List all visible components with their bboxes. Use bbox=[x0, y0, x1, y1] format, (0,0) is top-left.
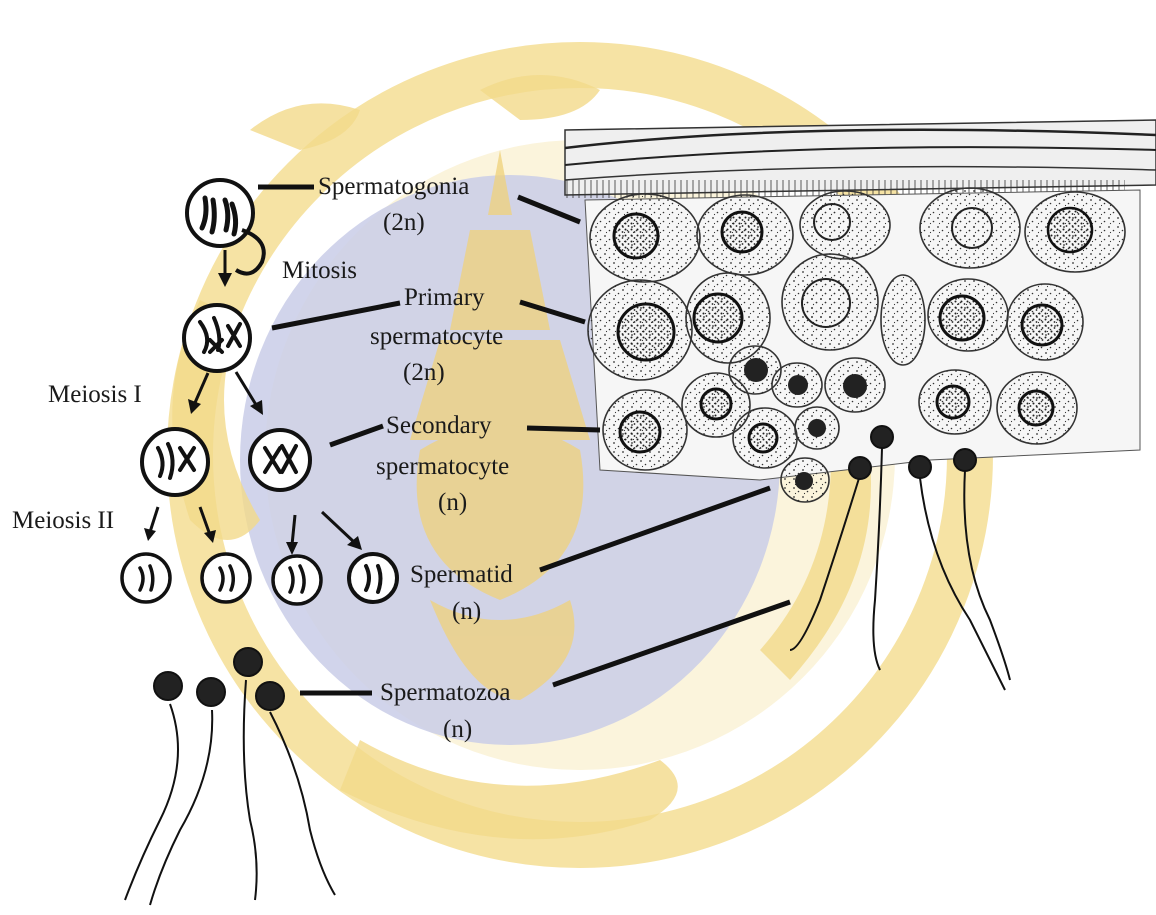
spermatozoa-label: Spermatozoa bbox=[380, 678, 511, 708]
spermatid-cell-2 bbox=[202, 554, 250, 602]
meiosis2-label: Meiosis II bbox=[12, 506, 114, 536]
secondary-spermatocyte-label-line1: Secondary bbox=[386, 411, 492, 441]
spermatid-cell-1 bbox=[122, 554, 170, 602]
meiosis1-label: Meiosis I bbox=[48, 380, 142, 410]
mitosis-label: Mitosis bbox=[282, 256, 357, 286]
primary-spermatocyte-label-line2: spermatocyte bbox=[370, 322, 503, 352]
secondary-spermatocyte-ploidy: (n) bbox=[438, 488, 467, 518]
spermatid-cell-3 bbox=[273, 556, 321, 604]
spermatogonia-ploidy: (2n) bbox=[383, 208, 425, 238]
secondary-spermatocyte-label-line2: spermatocyte bbox=[376, 452, 509, 482]
secondary-spermatocyte-cell-left bbox=[142, 429, 208, 495]
spermatozoa-ploidy: (n) bbox=[443, 715, 472, 745]
primary-spermatocyte-cell bbox=[184, 305, 250, 371]
spermatid-ploidy: (n) bbox=[452, 597, 481, 627]
secondary-spermatocyte-cell-right bbox=[250, 430, 310, 490]
spermatogonia-label: Spermatogonia bbox=[318, 172, 469, 202]
spermatid-label: Spermatid bbox=[410, 560, 513, 590]
spermatozoa-group bbox=[125, 648, 335, 905]
meiosis2-arrow-1 bbox=[150, 507, 158, 532]
primary-spermatocyte-ploidy: (2n) bbox=[403, 358, 445, 388]
seminiferous-tubule-section bbox=[565, 120, 1156, 502]
primary-spermatocyte-label-line1: Primary bbox=[404, 283, 485, 313]
meiosis2-arrowhead-1 bbox=[144, 528, 156, 541]
spermatid-cell-4 bbox=[349, 554, 397, 602]
